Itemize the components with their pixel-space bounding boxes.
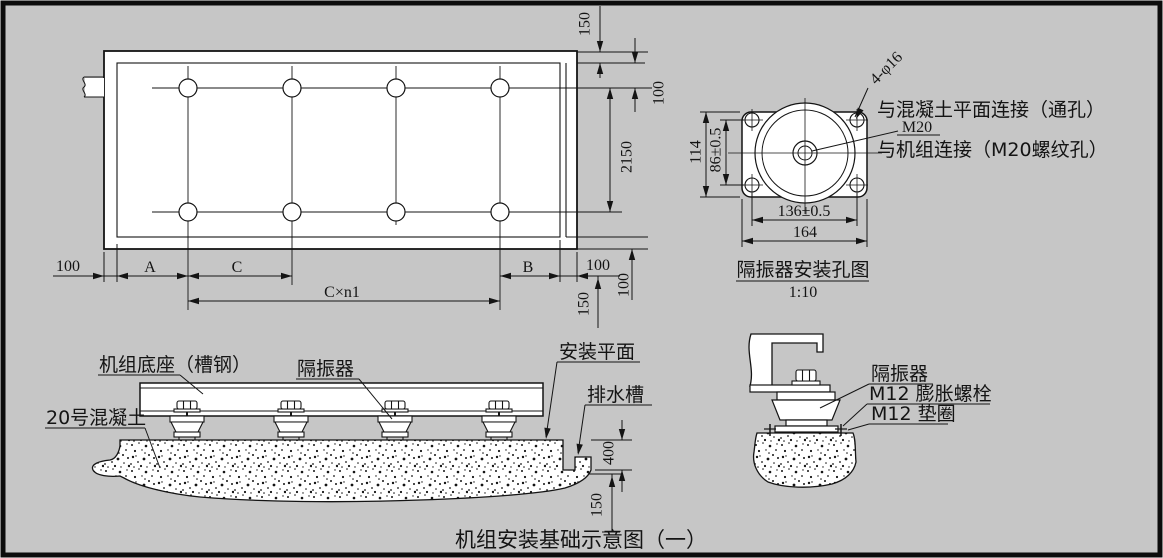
label-m20: M20: [902, 119, 932, 136]
isolator-view-caption: 隔振器安装孔图: [736, 259, 869, 281]
plan-view: 150 100 2150 100 A C B 100 C×n1 100 150: [53, 6, 668, 328]
plan-bolt-holes: [178, 78, 510, 222]
bolt-hole: [386, 78, 406, 98]
bolt-hole: [282, 202, 302, 222]
drawing-title: 机组安装基础示意图（一）: [455, 528, 707, 552]
dim-bottom-right-100-v: 100: [616, 273, 633, 297]
plan-right-dimensions: [566, 6, 648, 328]
section-label-lines: [45, 361, 652, 469]
label-concrete: 20号混凝土: [46, 407, 146, 429]
detail-beam-flange: [749, 384, 831, 393]
dim-cxn1: C×n1: [324, 284, 360, 301]
detail-concrete: [752, 432, 857, 488]
bolt-hole: [490, 78, 510, 98]
isolator: [273, 400, 309, 440]
bolt-hole: [490, 202, 510, 222]
isolator: [377, 400, 413, 440]
detail-label-bolt: M12 膨胀螺栓: [869, 383, 992, 405]
isolator-dimensions: [700, 111, 868, 247]
dim-top-150: 150: [577, 12, 594, 36]
dim-b: B: [523, 259, 534, 276]
detail-channel-steel: [748, 333, 824, 387]
label-drain: 排水槽: [587, 384, 644, 406]
note-unit-connection: 与机组连接（M20螺纹孔）: [877, 139, 1108, 161]
dim-400: 400: [601, 441, 618, 465]
dim-164: 164: [793, 224, 817, 241]
detail-label-lines: [819, 383, 990, 431]
detail-label-washer: M12 垫圈: [871, 403, 956, 425]
dim-114: 114: [688, 140, 705, 163]
dim-a: A: [144, 259, 156, 276]
dim-86: 86±0.5: [708, 128, 725, 173]
dim-150-below: 150: [589, 493, 606, 517]
plan-inner-rect: [116, 62, 561, 238]
dim-136: 136±0.5: [778, 203, 831, 220]
bolt-hole: [282, 78, 302, 98]
dim-c: C: [232, 259, 243, 276]
isolator-centerlines: [728, 98, 882, 214]
bolt-hole: [178, 202, 198, 222]
bolt-hole: [386, 202, 406, 222]
plan-left-stub: [82, 76, 104, 98]
isolator-view-scale: 1:10: [789, 284, 817, 301]
bolt-hole: [178, 78, 198, 98]
isolator: [481, 400, 517, 440]
dim-bottom-left-100: 100: [56, 258, 80, 275]
isolator-leaders: [736, 87, 940, 282]
detail-isolator: [764, 391, 847, 436]
drain-dimensions: [588, 420, 632, 533]
dim-right-100-top: 100: [651, 81, 668, 105]
detail-view: 隔振器 M12 膨胀螺栓 M12 垫圈: [748, 333, 992, 488]
isolator: [169, 400, 205, 440]
section-view: 机组底座（槽钢） 隔振器 20号混凝土 安装平面 排水槽 400 150: [45, 341, 652, 533]
note-concrete-connection: 与混凝土平面连接（通孔）: [877, 99, 1105, 121]
label-surface: 安装平面: [559, 341, 635, 363]
dim-bottom-right-100-h: 100: [586, 257, 610, 274]
label-isolator: 隔振器: [297, 358, 354, 380]
dim-right-2150: 2150: [619, 141, 636, 173]
concrete-foundation: [91, 439, 592, 503]
plan-bottom-dimensions: [53, 240, 620, 305]
detail-label-isolator: 隔振器: [871, 363, 928, 385]
section-isolators: [169, 400, 517, 440]
label-base: 机组底座（槽钢）: [99, 354, 251, 376]
dim-bottom-right-150-v: 150: [576, 292, 593, 316]
